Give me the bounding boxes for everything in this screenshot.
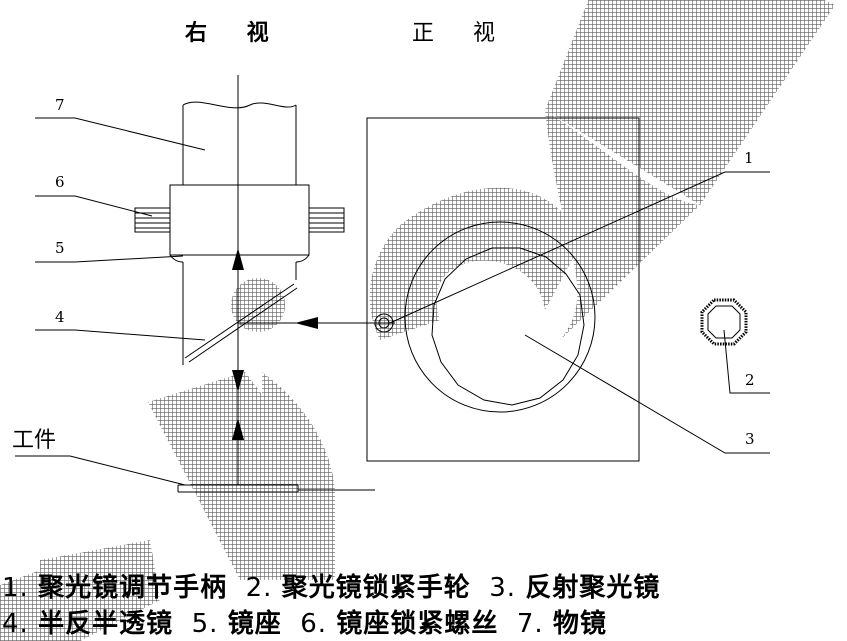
leader-1 (389, 171, 770, 324)
legend-item: 半反半透镜 (38, 609, 174, 639)
watermark-shape (0, 570, 40, 641)
callout-4: 4 (55, 308, 65, 326)
legend-num: 3. (489, 573, 517, 603)
watermark-shape (262, 372, 335, 500)
watermark-shape (231, 278, 285, 332)
arrows (232, 248, 318, 440)
half-mirror (184, 283, 298, 363)
legend-num: 4. (2, 609, 29, 639)
condenser-knob (374, 313, 394, 333)
legend-item: 聚光镜调节手柄 (38, 573, 228, 603)
leader-3 (524, 334, 770, 454)
legend-item: 物镜 (552, 609, 607, 639)
reflecting-condenser (431, 247, 585, 406)
leader-2 (723, 329, 770, 394)
callout-3: 3 (745, 430, 755, 448)
leader-7 (35, 117, 206, 151)
front-view-frame (366, 117, 640, 462)
workpiece-label: 工件 (12, 428, 56, 453)
legend-item: 镜座锁紧螺丝 (336, 609, 499, 639)
reflecting-condenser-ring (404, 221, 596, 413)
legend-line-2: 4. 半反半透镜 5. 镜座 6. 镜座锁紧螺丝 7. 物镜 (2, 603, 607, 640)
leader-5 (35, 255, 184, 263)
front-view-title: 正 视 (412, 21, 511, 46)
watermark-shape (545, 0, 835, 205)
condenser-lock-knob (700, 298, 748, 346)
legend-num: 6. (300, 609, 328, 639)
callout-6: 6 (55, 173, 65, 191)
arrow-left (295, 317, 318, 329)
callout-2: 2 (745, 371, 755, 389)
legend-num: 5. (191, 609, 219, 639)
legend-item: 反射聚光镜 (525, 573, 661, 603)
objective-lens (182, 101, 297, 185)
legend-num: 7. (516, 609, 544, 639)
arrow-up-2 (232, 418, 244, 440)
legend-num: 1. (2, 573, 29, 603)
leader-4 (35, 329, 206, 341)
watermark-shape (545, 110, 700, 340)
leader-6 (35, 195, 153, 217)
callout-5: 5 (55, 239, 65, 257)
legend-num: 2. (245, 573, 273, 603)
arrow-down (232, 370, 244, 392)
legend-item: 镜座 (227, 609, 282, 639)
mirror-seat (169, 184, 310, 365)
legend-item: 聚光镜锁紧手轮 (281, 573, 471, 603)
seat-lock-screw-right (308, 207, 345, 233)
seat-lock-screw-left (134, 207, 171, 233)
right-view-title: 右 视 (185, 20, 285, 46)
callout-7: 7 (55, 96, 65, 114)
watermark-shape (148, 372, 335, 580)
watermark-shape (40, 540, 160, 641)
watermark-shape (369, 187, 580, 340)
legend-line-1: 1. 聚光镜调节手柄 2. 聚光镜锁紧手轮 3. 反射聚光镜 (2, 567, 660, 604)
arrow-up-1 (232, 248, 244, 270)
callout-1: 1 (744, 149, 754, 167)
